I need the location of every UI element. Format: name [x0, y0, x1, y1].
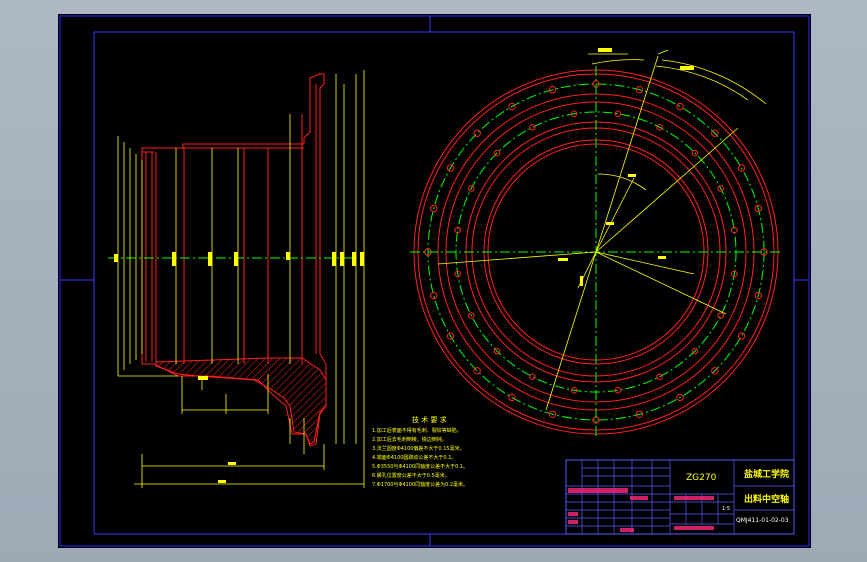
hatched-wall	[155, 357, 327, 445]
school-name: 盐城工学院	[744, 468, 789, 480]
inner-bolt-hole	[691, 347, 699, 355]
note-line: 4.端面Φ4100圆跳动公差不大于0.1。	[372, 454, 456, 461]
outer-bolt-hole	[548, 86, 557, 94]
part-name: 出料中空轴	[744, 493, 789, 505]
outer-bolt-hole	[446, 332, 455, 340]
note-line: 5.Φ3550与Φ4100同轴度公差不大于0.1。	[372, 463, 468, 470]
note-line: 3.法兰圆度Φ4100偏差不大于0.15毫米。	[372, 445, 465, 452]
outer-bolt-hole	[508, 393, 516, 402]
outer-bolt-hole	[737, 164, 746, 172]
drawing-number: QMJ411-01-02-03	[736, 517, 789, 524]
section-view	[108, 70, 365, 488]
outer-bolt-hole	[446, 164, 455, 172]
outer-bolt-hole	[430, 204, 438, 213]
inner-bolt-hole	[570, 387, 578, 394]
outer-bolt-hole	[473, 129, 481, 137]
inner-bolt-hole	[454, 226, 462, 234]
inner-bolt-hole	[570, 110, 578, 117]
outer-bolt-hole	[635, 410, 644, 418]
note-line: 1.加工后表面不得有毛刺、裂纹等缺陷。	[372, 427, 462, 434]
outer-bolt-hole	[430, 291, 438, 300]
drawing-code: ZG270	[686, 473, 717, 483]
inner-bolt-hole	[614, 110, 622, 117]
outer-bolt-hole	[508, 102, 516, 111]
note-line: 6.螺孔位置度公差不大于0.5毫米。	[372, 472, 450, 479]
inner-bolt-hole	[656, 373, 663, 381]
inner-bolt-hole	[731, 270, 738, 278]
inner-bolt-hole	[493, 347, 501, 355]
outer-bolt-hole	[473, 367, 481, 375]
inner-bolt-hole	[717, 312, 725, 319]
outer-bolt-hole	[676, 102, 684, 111]
scale-value: 1:5	[722, 506, 730, 512]
technical-notes: 技 术 要 求 1.加工后表面不得有毛刺、裂纹等缺陷。 2.加工后去毛刺倒棱，锐…	[372, 415, 468, 488]
inner-bolt-hole	[529, 124, 536, 131]
outer-bolt-hole	[548, 410, 557, 418]
outer-bolt-hole	[676, 393, 684, 402]
drawing-canvas[interactable]: 技 术 要 求 1.加工后表面不得有毛刺、裂纹等缺陷。 2.加工后去毛刺倒棱，锐…	[58, 14, 811, 548]
inner-bolt-hole	[468, 185, 475, 192]
inner-bolt-hole	[717, 185, 725, 192]
engineering-drawing: 技 术 要 求 1.加工后表面不得有毛刺、裂纹等缺陷。 2.加工后去毛刺倒棱，锐…	[59, 15, 810, 547]
inner-bolt-hole	[493, 149, 501, 157]
inner-bolt-hole	[731, 226, 738, 234]
note-line: 2.加工后去毛刺倒棱，锐边倒钝。	[372, 436, 447, 443]
title-block: ZG270 盐城工学院 出料中空轴 1:5 QMJ411-01-02-03	[565, 459, 795, 535]
outer-bolt-hole	[711, 129, 719, 137]
inner-bolt-hole	[691, 149, 699, 157]
inner-bolt-hole	[529, 373, 536, 381]
inner-bolt-hole	[614, 387, 622, 394]
inner-bolt-hole	[656, 124, 663, 131]
notes-heading: 技 术 要 求	[412, 415, 447, 424]
end-view	[410, 48, 782, 438]
note-line: 7.Φ1700与Φ4100同轴度公差为0.2毫米。	[372, 481, 468, 488]
outer-bolt-hole	[754, 204, 762, 213]
outer-bolt-hole	[737, 332, 746, 340]
outer-frame	[59, 15, 810, 547]
outer-bolt-hole	[635, 86, 644, 94]
inner-frame	[93, 31, 795, 535]
outer-bolt-hole	[711, 367, 719, 375]
inner-bolt-hole	[454, 270, 462, 278]
inner-bolt-hole	[468, 312, 475, 319]
outer-bolt-hole	[754, 291, 762, 300]
